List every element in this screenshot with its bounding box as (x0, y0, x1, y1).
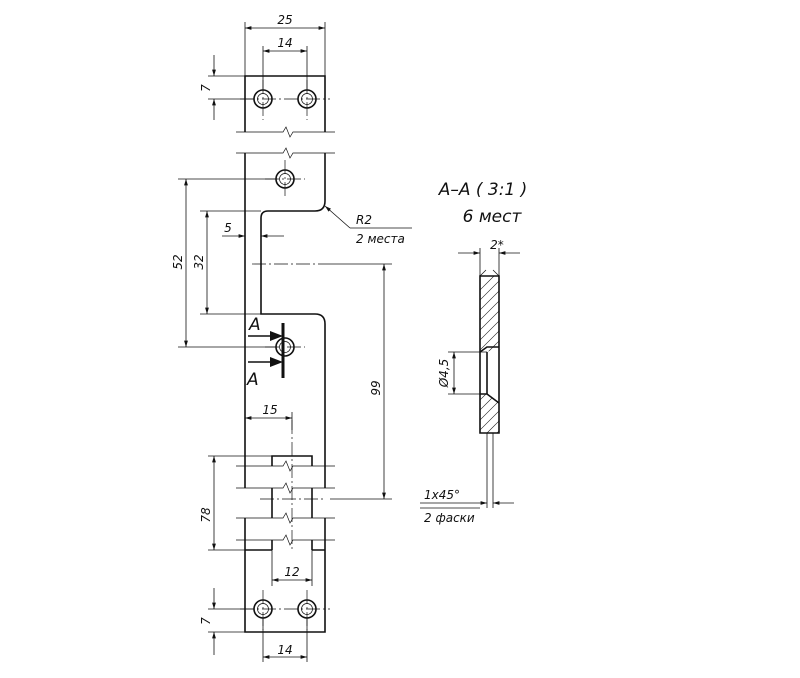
label-chamfer-note: 2 фаски (424, 511, 475, 525)
label-chamfer-size: 2* (490, 238, 504, 252)
section-cut-mark (248, 323, 285, 378)
dimension-15 (245, 412, 293, 430)
label-section-title: A–A ( 3:1 ) (438, 180, 528, 200)
dimension-width-overall (244, 22, 326, 76)
dimension-hole-spacing-top (262, 46, 308, 90)
section-view (479, 269, 500, 434)
label-hole-diameter: Ø4,5 (437, 359, 451, 389)
dimension-32 (200, 210, 261, 315)
dimension-52 (178, 178, 276, 348)
label-radius-note: 2 места (356, 232, 405, 246)
label-step-width: 5 (224, 221, 232, 235)
section-hatching (480, 276, 499, 433)
part-top-segment (236, 75, 335, 138)
label-width-overall: 25 (277, 13, 292, 27)
label-radius: R2 (356, 213, 372, 227)
dimension-slot-width (271, 550, 313, 586)
dimension-hole-offset-bottom (208, 588, 254, 655)
label-dist-15: 15 (262, 403, 277, 417)
dimension-chamfer-bottom (420, 433, 514, 509)
label-section-count: 6 мест (463, 207, 523, 227)
part-slot-segment (236, 455, 335, 550)
label-hole-spacing-top: 14 (277, 36, 292, 50)
label-chamfer-spec: 1x45° (424, 488, 460, 502)
label-dist-99: 99 (369, 380, 383, 395)
center-lines (240, 80, 330, 630)
label-hole-offset-top: 7 (199, 84, 213, 92)
radius-leader (324, 205, 412, 229)
label-hole-offset-bottom: 7 (199, 617, 213, 625)
dimension-hole-offset-top (208, 55, 254, 120)
label-dist-78: 78 (199, 507, 213, 523)
label-dist-52: 52 (171, 254, 185, 269)
dimension-hole-spacing-bottom (262, 618, 308, 662)
label-section-marker-bottom: A (246, 370, 259, 390)
label-hole-spacing-bottom: 14 (277, 643, 292, 657)
part-bottom-segment (244, 540, 326, 633)
dimension-78 (208, 455, 272, 551)
dimension-99 (330, 263, 392, 500)
dimension-hole-diameter (448, 351, 487, 395)
dimension-chamfer-top (458, 248, 520, 276)
part-middle-segment (236, 147, 335, 466)
label-dist-32: 32 (192, 254, 206, 269)
label-slot-width: 12 (284, 565, 299, 579)
label-section-marker-top: A (248, 315, 261, 335)
